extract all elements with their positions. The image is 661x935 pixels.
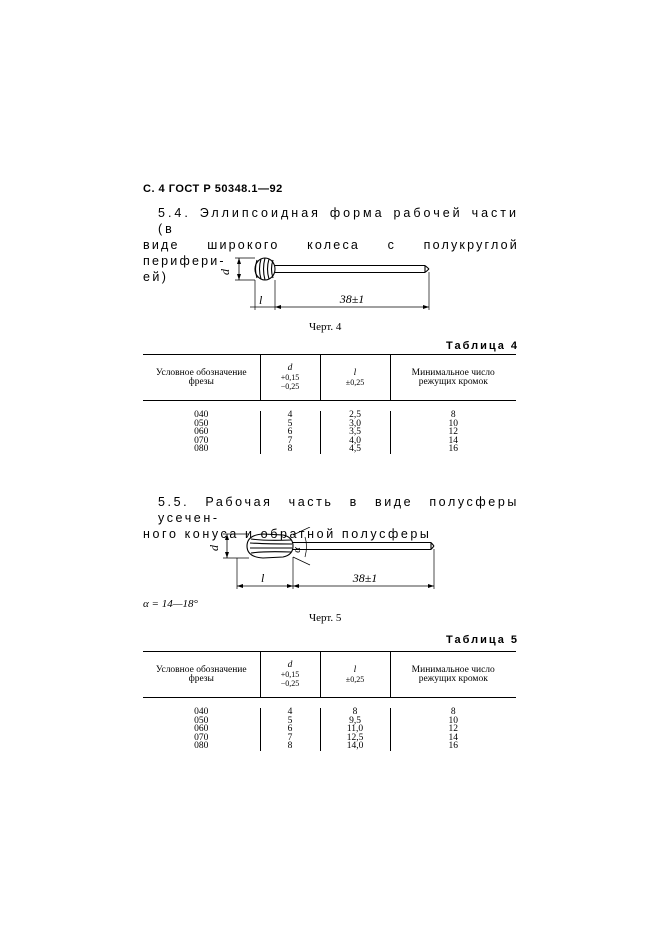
section-5-4-heading: 5.4. Эллипсоидная форма рабочей части (в… [143, 205, 519, 285]
section-5-4-line3: ей) [143, 270, 169, 284]
dim-length-label: 38±1 [352, 571, 378, 585]
table-4-col-d: d+0,15−0,25 [259, 354, 320, 401]
dim-d-label: d [218, 268, 232, 275]
dim-length-label: 38±1 [339, 292, 365, 306]
table-4-col-designation: Условное обозначение фрезы [143, 354, 260, 401]
dim-l-label: l [259, 293, 263, 307]
section-5-4-line1: 5.4. Эллипсоидная форма рабочей части (в [158, 206, 519, 236]
dim-l-label: l [261, 571, 265, 585]
drawing-5: d α l 38±1 [207, 527, 435, 589]
section-5-5-line1: 5.5. Рабочая часть в виде полусферы усеч… [158, 495, 519, 525]
table-5-col-l: l±0,25 [319, 651, 390, 698]
dim-alpha-label: α [291, 547, 303, 553]
dim-d-label: d [207, 544, 221, 551]
table-4-col-l: l±0,25 [319, 354, 390, 401]
table-5-col-designation: Условное обозначение фрезы [143, 651, 260, 698]
drawing-5-caption: Черт. 5 [309, 612, 342, 624]
drawing-4: d l 38±1 [218, 257, 430, 310]
section-5-5-line2: ного конуса и обратной полусферы [143, 527, 432, 541]
table-4-title: Таблица 4 [446, 340, 520, 352]
table-4-col-edges: Минимальное число режущих кромок [389, 354, 516, 401]
section-5-4-line2: виде широкого колеса с полукруглой периф… [143, 238, 519, 268]
alpha-note: α = 14—18° [143, 598, 198, 610]
table-5-col-edges: Минимальное число режущих кромок [389, 651, 516, 698]
table-4: Условное обозначение фрезы d+0,15−0,25 l… [143, 354, 516, 454]
table-5: Условное обозначение фрезы d+0,15−0,25 l… [143, 651, 516, 751]
drawing-4-caption: Черт. 4 [309, 321, 342, 333]
table-5-title: Таблица 5 [446, 634, 520, 646]
section-5-5-heading: 5.5. Рабочая часть в виде полусферы усеч… [143, 494, 519, 542]
table-5-col-d: d+0,15−0,25 [259, 651, 320, 698]
cutter-head [246, 533, 294, 559]
page-header: С. 4 ГОСТ Р 50348.1—92 [143, 183, 283, 195]
